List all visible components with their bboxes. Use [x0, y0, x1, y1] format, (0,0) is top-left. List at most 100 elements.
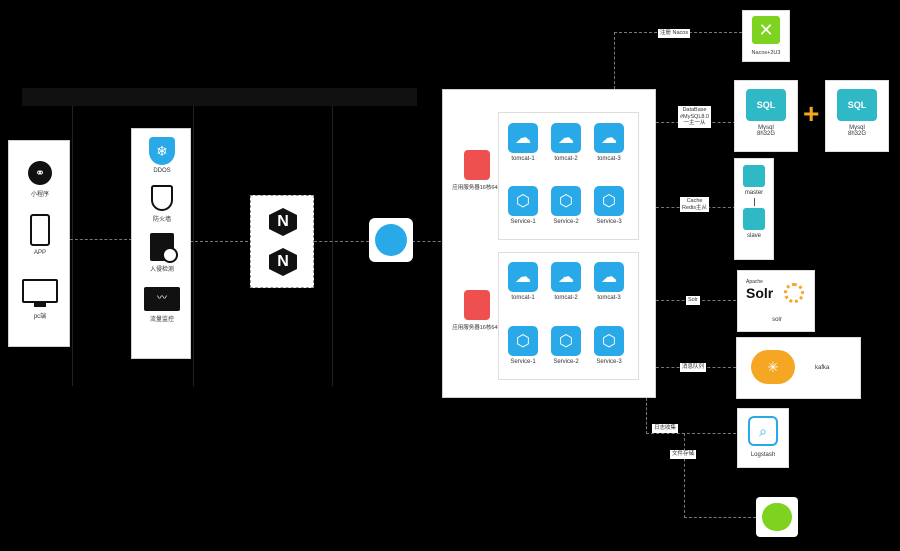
edge-solr: Solr	[686, 296, 700, 305]
connector	[193, 106, 194, 386]
miniprogram-item[interactable]: ⚭ 小程序	[9, 161, 71, 198]
nacos-icon: ✕	[752, 16, 780, 44]
nginx-panel: N N	[250, 195, 314, 288]
cloud-icon: ☁	[594, 123, 624, 153]
service-node[interactable]: ⬡ Service-1	[505, 326, 541, 365]
server-label: 应用服务器16核64G	[452, 325, 502, 331]
pc-item[interactable]: pc端	[9, 279, 71, 320]
service-node[interactable]: ⬡ Service-2	[548, 326, 584, 365]
tomcat-node[interactable]: ☁tomcat-1	[505, 123, 541, 162]
connector	[190, 241, 248, 242]
connector	[314, 241, 369, 242]
tomcat-label: tomcat-1	[511, 156, 535, 162]
connector	[614, 32, 615, 89]
app-label: APP	[33, 250, 46, 256]
server-icon	[464, 150, 490, 180]
database-icon: SQL	[746, 89, 786, 121]
intrusion-item[interactable]: 入侵检测	[132, 233, 192, 273]
cloud-icon: ☁	[551, 262, 581, 292]
tomcat-label: tomcat-3	[597, 156, 621, 162]
gateway-icon[interactable]	[369, 218, 413, 262]
logstash-card[interactable]: ⌕ Logstash	[737, 408, 789, 468]
ddos-label: DDOS	[153, 168, 171, 174]
traffic-monitor-icon: 〰	[144, 287, 180, 311]
server-icon	[464, 290, 490, 320]
nginx-icon: N	[269, 248, 297, 276]
service-node[interactable]: ⬡ Service-2	[548, 186, 584, 225]
firewall-shield-icon	[151, 185, 173, 211]
ddos-item[interactable]: ❄ DDOS	[132, 137, 192, 174]
cube-icon: ⬡	[551, 326, 581, 356]
mysql-slave-card[interactable]: SQL Mysql 8h32G	[825, 80, 889, 152]
cube-icon: ⬡	[594, 186, 624, 216]
tomcat-node[interactable]: ☁ tomcat-3	[591, 123, 627, 162]
solr-logo-text: Solr	[746, 285, 774, 301]
tomcat-node[interactable]: ☁ tomcat-2	[548, 262, 584, 301]
top-band-left	[22, 88, 417, 106]
redis-card[interactable]: master slave	[734, 158, 774, 260]
cloud-icon: ☁	[508, 262, 538, 292]
service-node[interactable]: ⬡ Service-3	[591, 186, 627, 225]
pc-label: pc端	[33, 314, 47, 320]
tomcat-label: tomcat-2	[554, 156, 578, 162]
firewall-item[interactable]: 防火墙	[132, 185, 192, 223]
solr-card[interactable]: Apache Solr solr	[737, 270, 815, 332]
service-label: Service-2	[553, 219, 579, 225]
server-label: 应用服务器16核64G	[452, 185, 502, 191]
edge-log: 日志收集	[652, 424, 679, 433]
miniprogram-label: 小程序	[30, 192, 49, 198]
service-label: Service-1	[510, 219, 536, 225]
mysql-slave-label: Mysql 8h32G	[847, 125, 866, 137]
file-storage-icon[interactable]	[756, 497, 798, 537]
nginx-icon: N	[269, 208, 297, 236]
tomcat-label: tomcat-2	[554, 295, 578, 301]
service-node[interactable]: ⬡Service-1	[505, 186, 541, 225]
cloud-icon: ☁	[551, 123, 581, 153]
kafka-label: kafka	[815, 365, 830, 371]
connector	[72, 106, 73, 386]
service-label: Service-3	[596, 359, 622, 365]
solr-label: solr	[772, 317, 782, 323]
logstash-label: Logstash	[750, 452, 776, 458]
miniprogram-icon: ⚭	[28, 161, 52, 185]
service-label: Service-3	[596, 219, 622, 225]
intrusion-detection-icon	[150, 233, 178, 263]
connector	[646, 433, 736, 434]
redis-master-label: master	[744, 190, 764, 196]
kafka-cloud-icon: ✳	[751, 350, 795, 384]
edge-cache: Cache Redis主从	[680, 197, 710, 213]
connector	[646, 398, 647, 434]
tomcat-node[interactable]: ☁ tomcat-2	[548, 123, 584, 162]
mysql-master-card[interactable]: SQL Mysql 8h32G	[734, 80, 798, 152]
edge-mq: 消息队列	[680, 363, 707, 372]
connector	[412, 241, 446, 242]
client-panel: ⚭ 小程序 APP pc端	[8, 140, 70, 347]
security-panel: ❄ DDOS 防火墙 入侵检测 〰 流量监控	[131, 128, 191, 359]
service-label: Service-2	[553, 359, 579, 365]
cube-icon: ⬡	[594, 326, 624, 356]
edge-nacos: 注册 Nacos	[658, 29, 691, 38]
tomcat-node[interactable]: ☁ tomcat-3	[591, 262, 627, 301]
service-label: Service-1	[510, 359, 536, 365]
tomcat-node[interactable]: ☁tomcat-1	[505, 262, 541, 301]
nacos-card[interactable]: ✕ Nacos+2U3	[742, 10, 790, 62]
redis-master-icon	[743, 165, 765, 187]
solr-brand: Apache	[746, 279, 763, 285]
cube-icon: ⬡	[551, 186, 581, 216]
kafka-card[interactable]: ✳ kafka	[736, 337, 861, 399]
service-node[interactable]: ⬡ Service-3	[591, 326, 627, 365]
tomcat-label: tomcat-3	[597, 295, 621, 301]
logstash-icon: ⌕	[748, 416, 778, 446]
app-item[interactable]: APP	[9, 214, 71, 256]
plus-icon: +	[803, 98, 820, 129]
cluster-a-server: 应用服务器16核64G	[451, 150, 503, 191]
edge-file: 文件存储	[670, 450, 697, 459]
ddos-shield-icon: ❄	[149, 137, 175, 165]
cube-icon: ⬡	[508, 326, 538, 356]
connector	[684, 433, 685, 518]
firewall-label: 防火墙	[152, 217, 171, 223]
cloud-icon: ☁	[594, 262, 624, 292]
cluster-b-server: 应用服务器16核64G	[451, 290, 503, 331]
solr-sun-icon	[784, 283, 804, 303]
monitor-item[interactable]: 〰 流量监控	[132, 287, 192, 323]
